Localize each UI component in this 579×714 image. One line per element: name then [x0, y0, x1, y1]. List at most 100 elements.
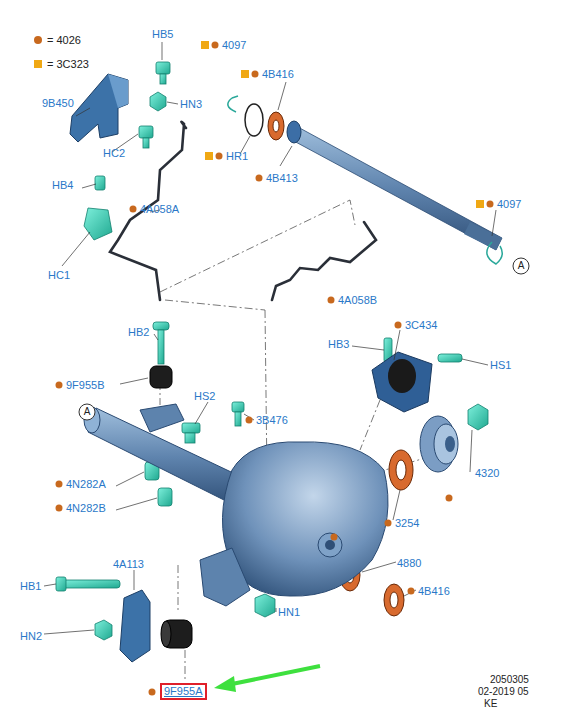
leader-lines: [120, 378, 148, 384]
extra-dots: [149, 689, 156, 696]
part-callout: 3C434: [405, 319, 437, 331]
fasteners: [139, 126, 153, 138]
lube-square: [241, 70, 249, 78]
part-callout: HC1: [48, 269, 70, 281]
part-callout: 4A113: [113, 558, 144, 570]
fasteners: [160, 74, 166, 84]
seals: [268, 112, 284, 140]
part-callout: HC2: [103, 147, 125, 159]
leader-lines: [82, 184, 96, 188]
dashed-guides: [165, 300, 265, 310]
fasteners: [95, 620, 112, 640]
fasteners: [468, 404, 488, 430]
bushings: [150, 366, 192, 648]
drawing-reference: 2050305: [490, 674, 529, 685]
torque-dot: [56, 382, 63, 389]
torque-dot: [212, 42, 219, 49]
flange-4320: [420, 416, 458, 472]
torque-dot: [395, 322, 402, 329]
fasteners: [156, 62, 170, 74]
seals: [273, 120, 279, 132]
part-callout: HS2: [194, 390, 215, 402]
flange-4320: [434, 424, 458, 464]
bracket-4A113: [120, 590, 150, 662]
lube-square: [201, 41, 209, 49]
leader-lines: [154, 334, 158, 340]
part-callout: 4N282A: [66, 478, 106, 490]
fasteners: [95, 176, 105, 190]
part-callout: HN3: [180, 98, 202, 110]
leader-lines: [116, 498, 157, 510]
dashed-guides: [178, 565, 179, 610]
leader-lines: [134, 570, 135, 590]
axle-housing: [325, 540, 335, 550]
mount-3C434: [372, 352, 432, 412]
leader-lines: [162, 42, 163, 60]
axle-housing: [140, 404, 184, 432]
part-callout: HR1: [226, 150, 248, 162]
part-callout: HN2: [20, 630, 42, 642]
fasteners: [143, 138, 149, 148]
fasteners: [56, 62, 488, 640]
extra-dots: [446, 495, 453, 502]
dashed-guides: [160, 200, 445, 680]
leader-lines: [76, 108, 90, 116]
fasteners: [56, 577, 66, 591]
leader-lines: [167, 102, 178, 104]
leader-lines: [362, 562, 396, 572]
legend-swatch: [34, 36, 42, 44]
part-callout: HS1: [490, 359, 511, 371]
view-reference-circle: A: [78, 403, 96, 421]
dashed-guides: [185, 650, 186, 680]
fasteners: [158, 330, 164, 364]
flange-4320: [445, 436, 455, 452]
leader-lines: [195, 402, 208, 424]
part-callout: HB2: [128, 326, 149, 338]
part-callout: 3B476: [256, 414, 288, 426]
torque-dot: [408, 588, 415, 595]
fasteners: [60, 580, 120, 588]
leader-lines: [278, 82, 286, 110]
leader-lines: [276, 608, 277, 612]
bracket-4A113: [120, 590, 150, 662]
leader-lines: [280, 146, 292, 166]
vent-tubes: [272, 222, 376, 300]
fasteners: [255, 594, 275, 617]
fasteners: [153, 322, 169, 330]
part-callout: HB4: [52, 179, 73, 191]
leader-lines: [352, 346, 384, 350]
axle-housing: [222, 442, 388, 596]
fasteners: [84, 208, 112, 240]
mount-3C434: [372, 352, 432, 412]
part-callout: HN1: [278, 606, 300, 618]
drawing-reference: 02-2019 05: [478, 686, 529, 697]
rings: [245, 104, 263, 136]
part-callout: 9F955B: [66, 379, 105, 391]
part-callout: 9F955A: [164, 685, 203, 698]
drawing-reference: KE: [484, 698, 497, 709]
seals: [396, 460, 406, 480]
part-callout: 4880: [397, 557, 421, 569]
legend-swatch: [34, 60, 42, 68]
leader-lines: [62, 232, 90, 266]
bushings: [150, 366, 172, 388]
dashed-guides: [360, 400, 380, 450]
part-callout: 4A058B: [338, 294, 377, 306]
part-callout: 3254: [395, 517, 419, 529]
torque-dot: [130, 206, 137, 213]
fasteners: [235, 412, 241, 426]
torque-dot: [216, 153, 223, 160]
seals: [389, 450, 413, 490]
bracket-9B450: [70, 74, 128, 142]
circle-outline: [513, 258, 529, 274]
part-callout: HB5: [152, 28, 173, 40]
bracket-9B450: [108, 74, 128, 108]
legend-text: = 3C323: [47, 58, 89, 70]
circle-outline: [79, 404, 95, 420]
leader-lines: [44, 42, 496, 634]
axle-housing: [84, 404, 388, 606]
bearing: [287, 121, 301, 143]
dashed-guides: [160, 200, 355, 292]
part-callout: 4320: [475, 467, 499, 479]
part-callout: HB1: [20, 580, 41, 592]
